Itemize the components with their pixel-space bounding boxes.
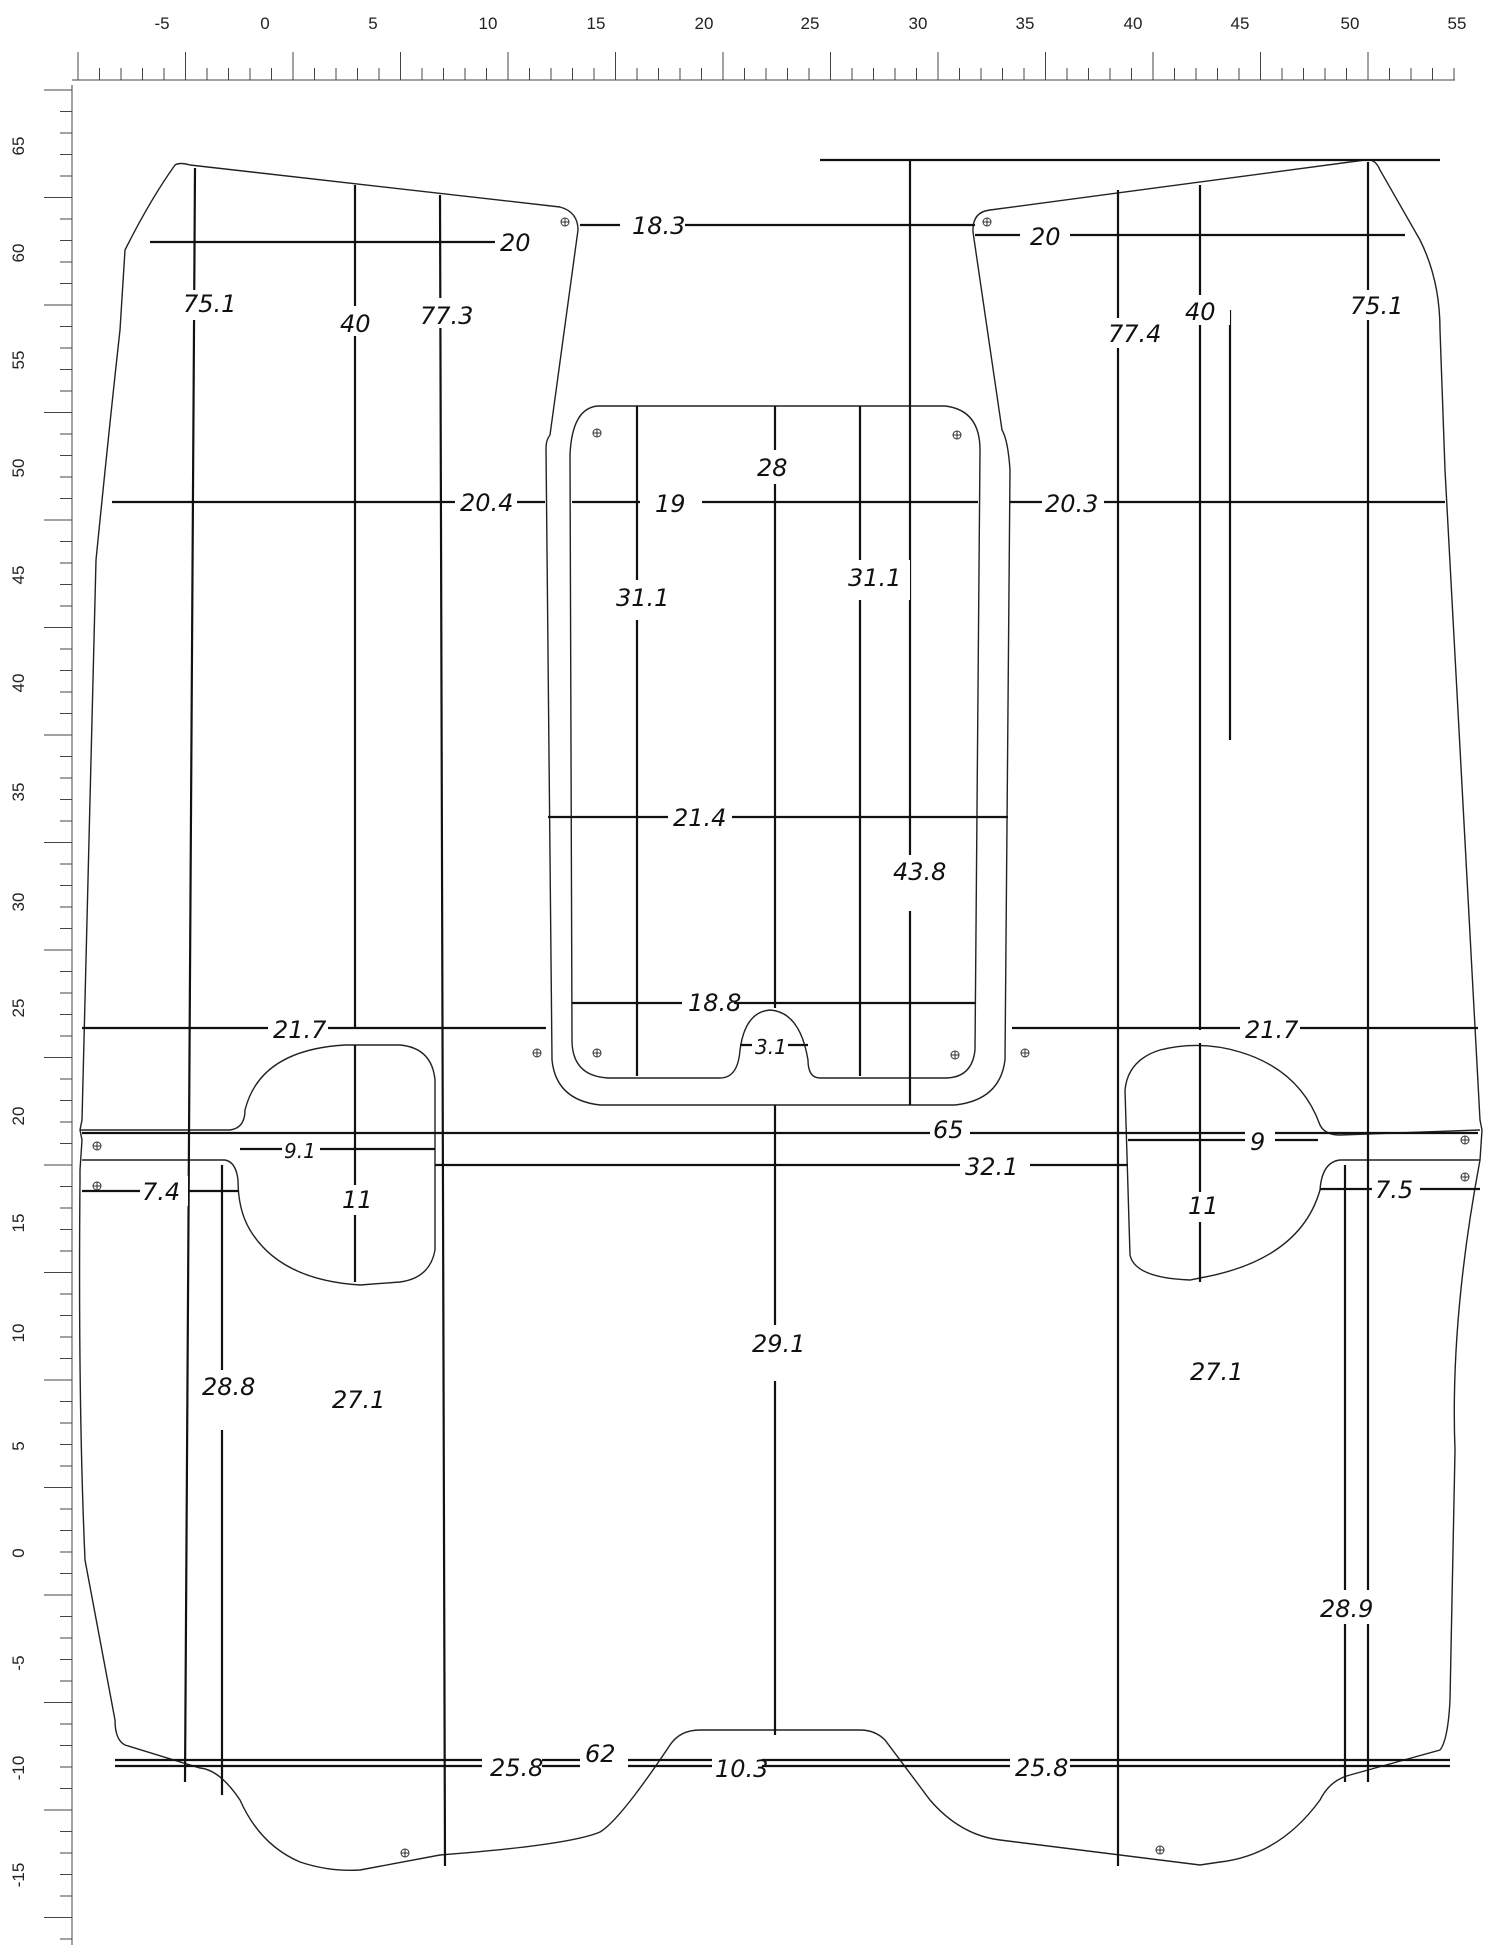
dim-right-inner-height: 77.4 (1108, 320, 1161, 348)
top-ruler-ticks (77, 52, 1455, 80)
dim-left-lower-outer: 28.8 (202, 1373, 255, 1401)
left-ruler-label: 30 (9, 893, 28, 912)
dim-tunnel-width: 21.4 (673, 804, 726, 832)
dim-top-gap: 18.3 (632, 212, 685, 240)
mounting-hole (950, 1050, 960, 1060)
dim-center-lower-height: 29.1 (752, 1330, 805, 1358)
right-arch-cutout (1124, 1044, 1481, 1281)
left-ruler-label: 35 (9, 783, 28, 802)
left-ruler-label: -15 (9, 1863, 28, 1888)
top-ruler-label: 25 (801, 14, 820, 33)
mounting-hole (92, 1181, 102, 1191)
dim-window-width: 19 (655, 490, 686, 518)
left-ruler-label: 60 (9, 244, 28, 263)
left-ruler-label: 10 (9, 1324, 28, 1343)
left-ruler-label: 40 (9, 674, 28, 693)
left-ruler-label: -10 (9, 1756, 28, 1781)
top-ruler-label: 50 (1341, 14, 1360, 33)
top-ruler-label: 45 (1231, 14, 1250, 33)
mounting-hole (952, 430, 962, 440)
left-ruler: 65 60 55 50 45 40 35 30 25 20 15 10 5 0 … (9, 85, 73, 1945)
left-ruler-ticks (44, 89, 72, 1940)
dim-left-inner-height: 77.3 (420, 302, 473, 330)
mounting-hole (560, 217, 570, 227)
left-ruler-label: 25 (9, 999, 28, 1018)
left-ruler-label: -5 (9, 1655, 28, 1670)
top-ruler-label: -5 (154, 14, 169, 33)
dim-left-mid-width: 21.7 (273, 1016, 327, 1044)
dim-window-height: 28 (757, 454, 788, 482)
dim-left-mid-height: 40 (340, 310, 371, 338)
left-ruler-label: 65 (9, 137, 28, 156)
dim-left-outer-height: 75.1 (183, 290, 236, 318)
mounting-hole (1020, 1048, 1030, 1058)
top-ruler-label: 0 (260, 14, 269, 33)
left-ruler-label: 5 (9, 1441, 28, 1450)
dim-arch-span: 32.1 (965, 1153, 1018, 1181)
left-ruler-label: 15 (9, 1214, 28, 1233)
dim-right-mid-width: 21.7 (1245, 1016, 1299, 1044)
dim-window-left-side: 31.1 (616, 584, 669, 612)
top-ruler-label: 15 (587, 14, 606, 33)
top-ruler-label: 55 (1448, 14, 1467, 33)
dim-right-arch-height: 11 (1188, 1192, 1219, 1220)
top-ruler-label: 40 (1124, 14, 1143, 33)
mounting-hole (592, 428, 602, 438)
left-ruler-label: 20 (9, 1107, 28, 1126)
mat-outline (78, 159, 1483, 1872)
top-ruler-label: 35 (1016, 14, 1035, 33)
mounting-hole (1155, 1845, 1165, 1855)
left-ruler-label: 45 (9, 566, 28, 585)
dim-right-mid-height: 40 (1185, 298, 1216, 326)
dim-left-lower-mid: 27.1 (332, 1386, 385, 1414)
dim-window-right-side: 31.1 (848, 564, 901, 592)
mounting-hole (982, 217, 992, 227)
dim-left-tab: 7.4 (142, 1178, 180, 1206)
top-ruler: -5 0 5 10 15 20 25 30 35 40 45 50 55 (72, 14, 1467, 81)
dim-right-lower-mid: 27.1 (1190, 1358, 1243, 1386)
left-arch-cutout (80, 1044, 436, 1286)
dim-right-outer-height: 75.1 (1350, 292, 1403, 320)
left-ruler-label: 55 (9, 351, 28, 370)
dim-right-tab: 7.5 (1375, 1176, 1413, 1204)
dim-right-lower-outer: 28.9 (1320, 1595, 1373, 1623)
left-ruler-label: 0 (9, 1548, 28, 1557)
dim-full-width: 65 (933, 1116, 964, 1144)
dim-left-arch-width: 9.1 (284, 1139, 316, 1163)
dimension-labels: 20 75.1 40 77.3 18.3 20 77.4 40 75.1 28 … (140, 210, 1420, 1783)
dim-left-upper-width: 20.4 (460, 489, 513, 517)
dim-left-top-width: 20 (500, 229, 531, 257)
left-ruler-label: 50 (9, 459, 28, 478)
top-ruler-label: 5 (368, 14, 377, 33)
mounting-hole (532, 1048, 542, 1058)
dim-right-arch-width: 9 (1250, 1128, 1265, 1156)
dim-notch-width: 3.1 (755, 1035, 787, 1059)
top-ruler-label: 10 (479, 14, 498, 33)
mounting-hole (592, 1048, 602, 1058)
top-ruler-label: 20 (695, 14, 714, 33)
dim-center-height: 43.8 (893, 858, 946, 886)
dim-right-upper-width: 20.3 (1045, 490, 1098, 518)
dim-bottom-left: 25.8 (490, 1754, 543, 1782)
mounting-hole (92, 1141, 102, 1151)
top-ruler-label: 30 (909, 14, 928, 33)
dim-window-bottom-width: 18.8 (688, 989, 741, 1017)
mounting-hole (1460, 1172, 1470, 1182)
dim-bottom-right: 25.8 (1015, 1754, 1068, 1782)
window-cutout (569, 405, 981, 1079)
mounting-hole (400, 1848, 410, 1858)
dim-bottom-total: 62 (585, 1740, 616, 1768)
dim-left-arch-height: 11 (342, 1186, 373, 1214)
dim-right-top-width: 20 (1030, 223, 1061, 251)
dim-bottom-center: 10.3 (715, 1755, 768, 1783)
mounting-hole (1460, 1135, 1470, 1145)
